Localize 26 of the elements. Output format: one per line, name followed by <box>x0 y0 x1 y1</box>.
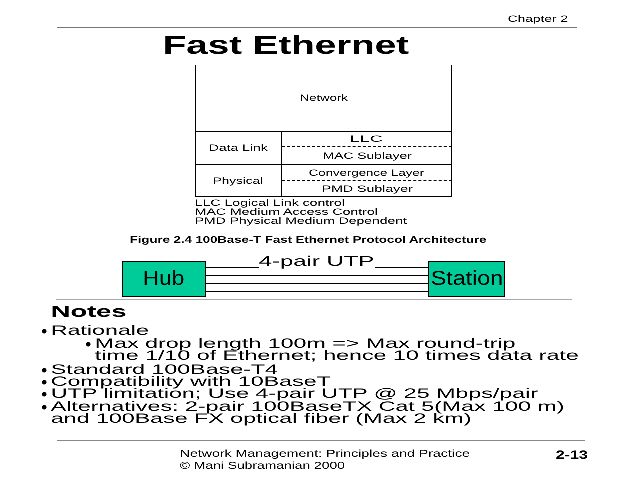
bullet-text: Standard 100Base-T4 <box>51 364 278 376</box>
device-box: Hub <box>122 261 206 297</box>
bullet-text: Alternatives: 2-pair 100BaseTX Cat 5(Max 100 m) and 100Base FX optical fiber (Max 2 km) <box>51 400 566 426</box>
edge-label: 4-pair UTP <box>259 254 374 268</box>
bullet-text: Max drop length 100m => Max round-trip time 1/10 of Ethernet; hence 10 times data rate <box>95 338 580 363</box>
sublayer-box: Convergence Layer <box>282 165 452 181</box>
page-number: 2-13 <box>556 449 588 461</box>
footer-text: Network Management: Principles and Practice <box>180 450 470 460</box>
abbreviation-text: LLC Logical Link control <box>195 198 346 208</box>
abbreviation-text: MAC Medium Access Control <box>195 208 378 216</box>
bullet-text: UTP limitation; Use 4-pair UTP @ 25 Mbps/pair <box>51 388 540 400</box>
footer-text: © Mani Subramanian 2000 <box>180 462 346 472</box>
figure-caption: Figure 2.4 100Base-T Fast Ethernet Protocol Architecture <box>130 236 486 246</box>
slide-title: Fast Ethernet <box>163 32 410 58</box>
sublayer-box: MAC Sublayer <box>282 147 452 165</box>
layer-box: Network <box>195 65 452 131</box>
layer-box: Physical <box>195 165 282 197</box>
sublayer-box: PMD Sublayer <box>282 181 452 197</box>
bullet-text: Compatibility with 10BaseT <box>51 376 332 388</box>
abbreviation-text: PMD Physical Medium Dependent <box>195 216 408 226</box>
sublayer-box: LLC <box>282 131 452 147</box>
section-heading: Notes <box>51 305 127 321</box>
layer-box: Data Link <box>195 131 282 165</box>
bullet-text: Rationale <box>51 324 150 338</box>
device-box: Station <box>428 261 505 297</box>
header-text: Chapter 2 <box>508 14 568 24</box>
